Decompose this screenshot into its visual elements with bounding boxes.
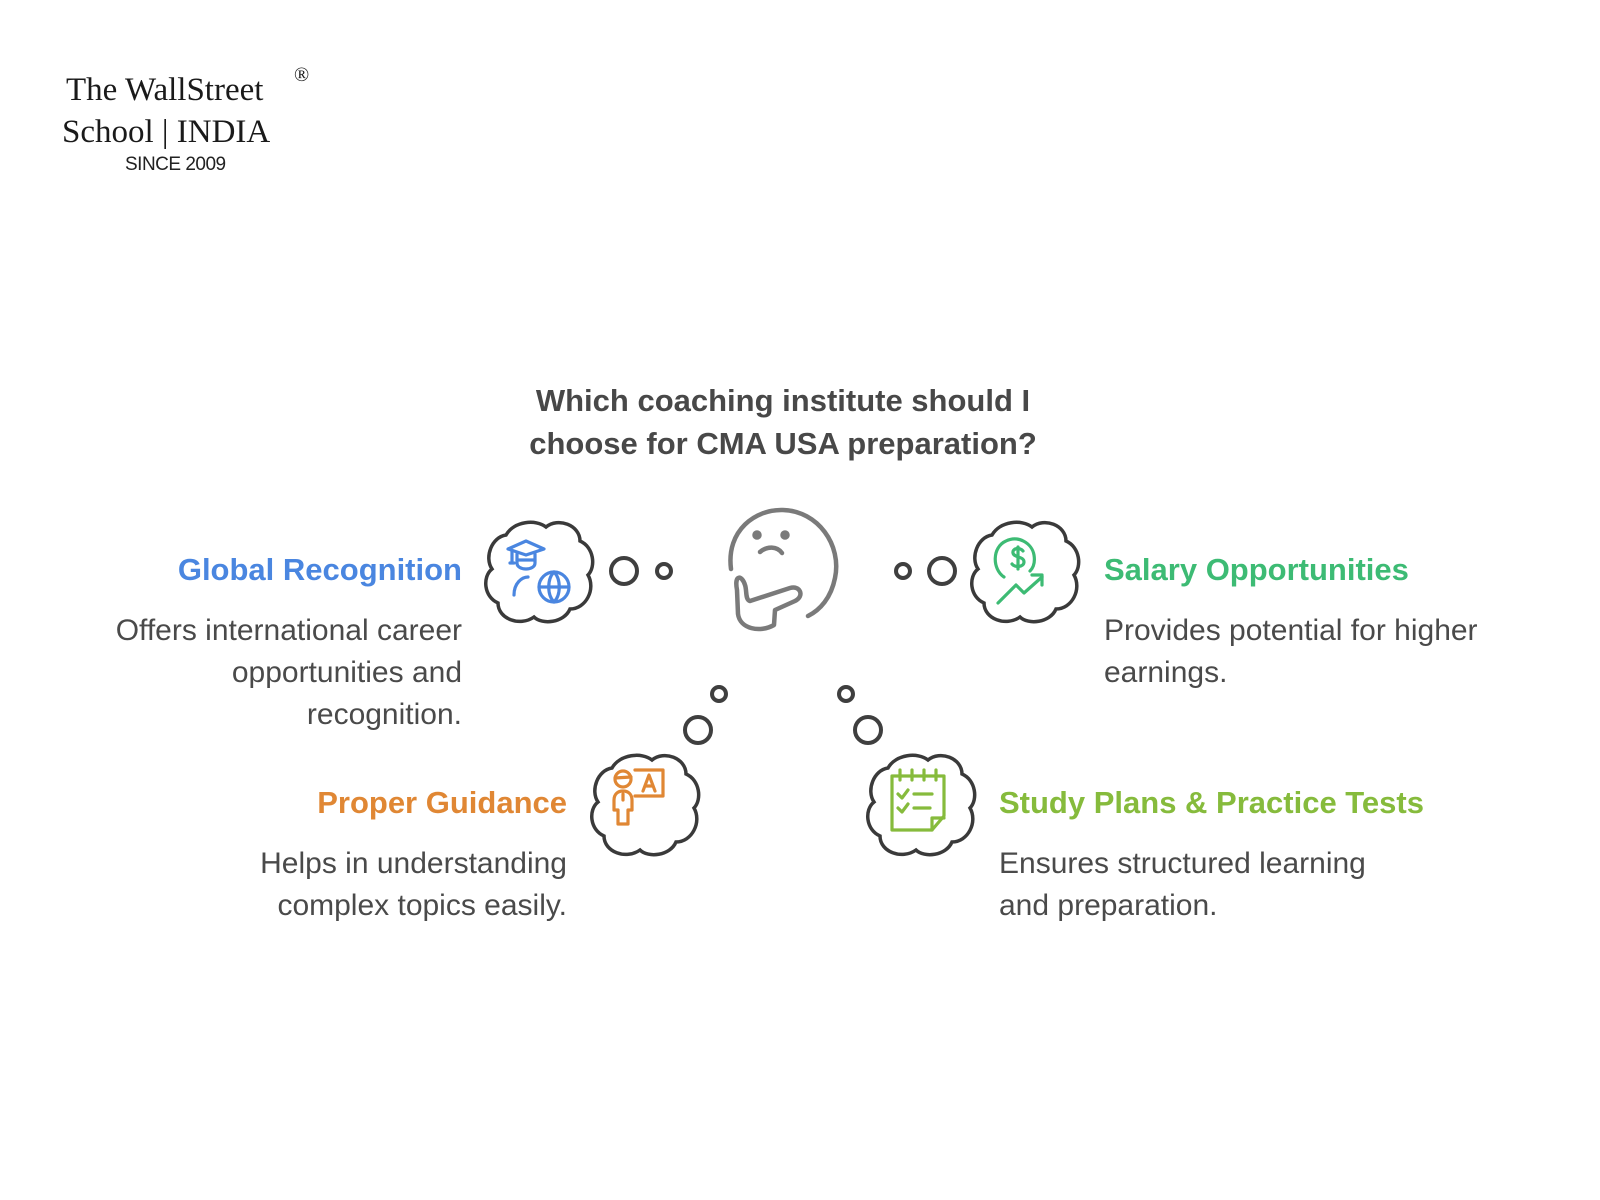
- graduate-globe-icon: [506, 539, 571, 604]
- cloud-salary-opportunities: [970, 520, 1081, 624]
- cloud-study-plans: [866, 753, 977, 857]
- checklist-notepad-icon: [890, 768, 946, 832]
- cloud-global-recognition: [484, 520, 595, 624]
- diagram-title: Which coaching institute should I choose…: [473, 379, 1093, 465]
- diagram-title-line1: Which coaching institute should I: [535, 383, 1031, 418]
- option-description: Helps in understanding complex topics ea…: [260, 847, 567, 922]
- option-title: Study Plans & Practice Tests: [999, 785, 1424, 820]
- option-global-recognition: Global Recognition Offers international …: [40, 550, 462, 736]
- teacher-board-icon: [612, 768, 665, 826]
- logo-since: SINCE 2009: [125, 154, 226, 175]
- cloud-proper-guidance: [590, 753, 701, 857]
- dollar-growth-icon: [993, 537, 1044, 605]
- option-description: Offers international career opportunitie…: [115, 614, 462, 731]
- option-description: Provides potential for higher earnings.: [1104, 614, 1478, 689]
- logo: The WallStreet ® School | INDIA SINCE 20…: [62, 64, 352, 180]
- option-study-plans: Study Plans & Practice Tests Ensures str…: [999, 783, 1519, 927]
- option-proper-guidance: Proper Guidance Helps in understanding c…: [150, 783, 567, 927]
- diagram-title-line2: choose for CMA USA preparation?: [529, 426, 1037, 461]
- logo-line2: School | INDIA: [62, 114, 271, 150]
- option-title: Global Recognition: [177, 552, 462, 587]
- option-description: Ensures structured learning and preparat…: [999, 847, 1366, 922]
- logo-registered-mark: ®: [294, 64, 310, 86]
- option-title: Salary Opportunities: [1104, 552, 1409, 587]
- logo-line1: The WallStreet: [66, 72, 264, 108]
- option-salary-opportunities: Salary Opportunities Provides potential …: [1104, 550, 1584, 694]
- option-title: Proper Guidance: [317, 785, 567, 820]
